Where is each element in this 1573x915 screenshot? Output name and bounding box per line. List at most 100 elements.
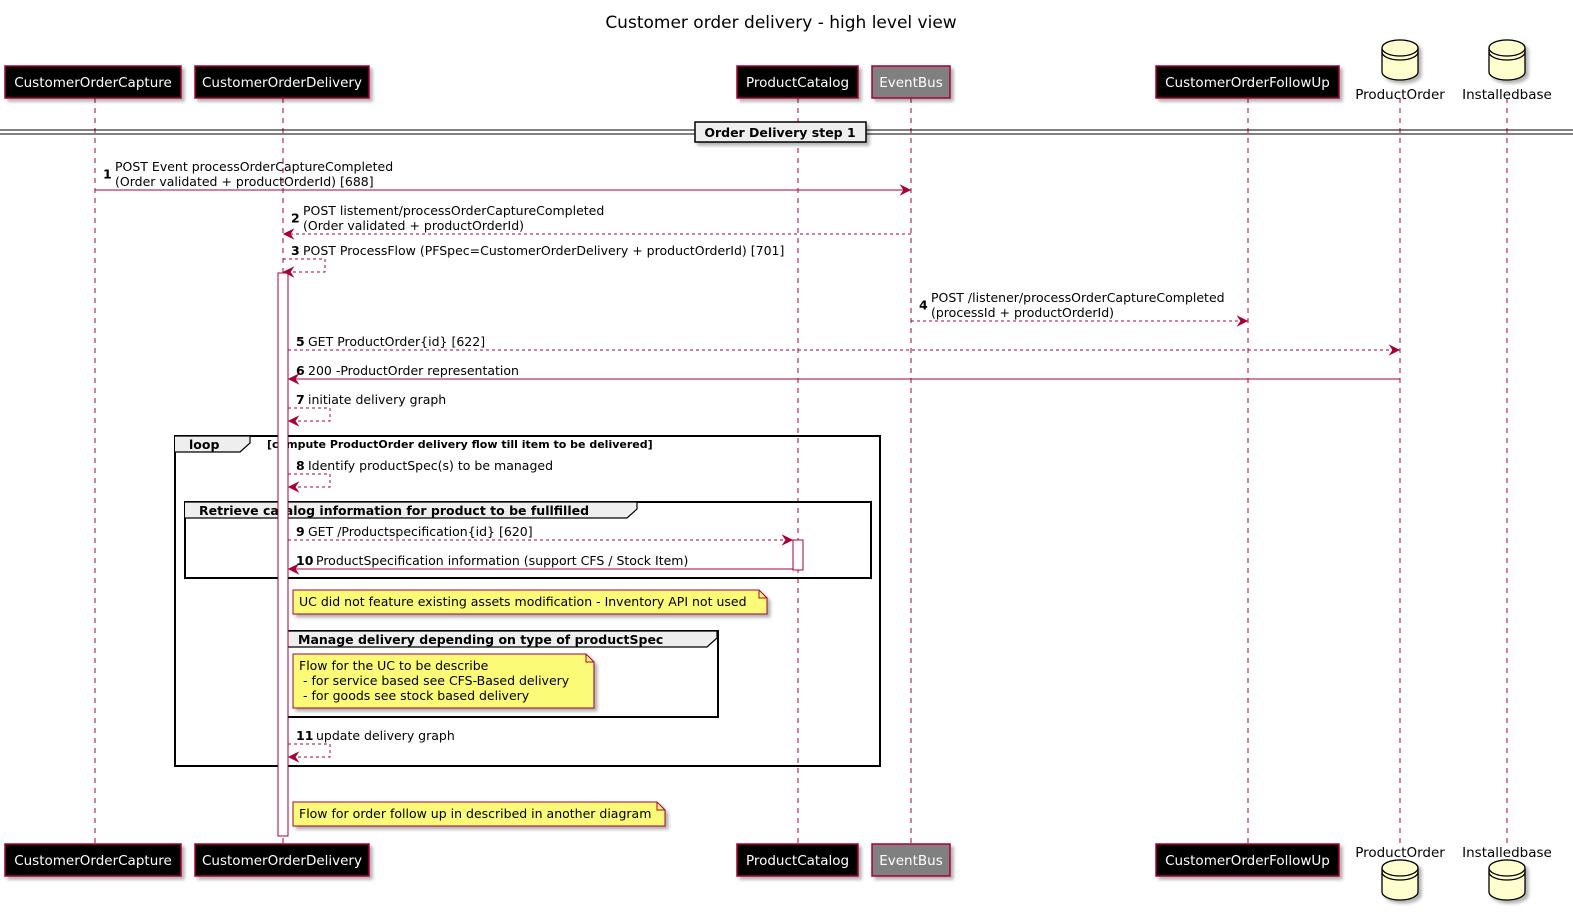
group-label: Manage delivery depending on type of pro… (298, 632, 663, 647)
message-label: Identify productSpec(s) to be managed (308, 458, 553, 473)
message-number: 10 (296, 553, 314, 568)
message-line (288, 743, 331, 758)
participant-label: Installedbase (1462, 87, 1552, 103)
activation-bars (277, 272, 804, 837)
note-3: Flow for order follow up in described in… (292, 801, 666, 827)
participant-box (4, 843, 182, 877)
message-label: POST listement/processOrderCaptureComple… (303, 203, 604, 218)
message-number: 3 (291, 243, 300, 258)
participant-catalog-top: ProductCatalog (736, 65, 859, 99)
note-1: UC did not feature existing assets modif… (292, 589, 768, 615)
group-tab (284, 630, 718, 648)
message-label: GET ProductOrder{id} [622] (308, 334, 485, 349)
diagram-title: Customer order delivery - high level vie… (605, 13, 956, 33)
database-icon (1381, 39, 1419, 81)
groups: loop[compute ProductOrder delivery flow … (174, 435, 881, 767)
participant-label: ProductOrder (1355, 845, 1445, 861)
arrowhead (899, 184, 912, 196)
notes: UC did not feature existing assets modif… (292, 589, 768, 827)
loop-group: loop[compute ProductOrder delivery flow … (174, 435, 881, 767)
note-2: Flow for the UC to be describe - for ser… (292, 653, 595, 709)
group-tab (175, 435, 251, 453)
participant-label: CustomerOrderFollowUp (1165, 853, 1330, 869)
message-label: (Order validated + productOrderId) [688] (115, 174, 374, 189)
participant-installedbase-top: Installedbase (1462, 39, 1552, 103)
activation-delivery (277, 272, 289, 837)
database-icon (1488, 859, 1526, 901)
retrieve-group: Retrieve catalog information for product… (184, 501, 872, 579)
participant-box (736, 65, 859, 99)
arrowhead (1388, 344, 1401, 356)
message-label: (Order validated + productOrderId) (303, 218, 524, 233)
arrowhead (282, 266, 295, 278)
message-label: ProductSpecification information (suppor… (316, 553, 688, 568)
note-text: Flow for order follow up in described in… (299, 806, 651, 821)
note-body (292, 653, 595, 709)
group-label: Retrieve catalog information for product… (199, 503, 589, 518)
divider-order-delivery-step-1: Order Delivery step 1 (0, 121, 1573, 143)
participant-box (871, 843, 951, 877)
lifelines (94, 98, 1508, 844)
participant-box (736, 843, 859, 877)
note-text: - for service based see CFS-Based delive… (299, 673, 570, 688)
participant-label: CustomerOrderDelivery (202, 853, 362, 869)
participant-capture-top: CustomerOrderCapture (4, 65, 182, 99)
divider-box (694, 121, 867, 143)
participants: CustomerOrderCaptureCustomerOrderCapture… (4, 39, 1552, 901)
participant-label: ProductOrder (1355, 87, 1445, 103)
group-frame (174, 435, 881, 767)
message-number: 7 (296, 392, 305, 407)
arrowhead (1236, 315, 1249, 327)
divider-label: Order Delivery step 1 (704, 125, 855, 140)
message-line (288, 407, 331, 422)
message-number: 1 (103, 167, 112, 182)
participant-productorder-bottom: ProductOrder (1355, 845, 1445, 901)
arrowhead (287, 481, 300, 493)
participant-delivery-top: CustomerOrderDelivery (194, 65, 370, 99)
participant-delivery-bottom: CustomerOrderDelivery (194, 843, 370, 877)
participant-productorder-top: ProductOrder (1355, 39, 1445, 103)
participant-label: Installedbase (1462, 845, 1552, 861)
arrowhead (287, 373, 300, 385)
message-label: (processId + productOrderId) (931, 305, 1114, 320)
note-fold (585, 654, 594, 663)
arrowhead (781, 534, 794, 546)
participant-box (194, 65, 370, 99)
arrowhead (287, 415, 300, 427)
message-number: 6 (296, 363, 305, 378)
message-label: POST Event processOrderCaptureCompleted (115, 159, 393, 174)
message-number: 8 (296, 458, 305, 473)
note-body (292, 801, 666, 827)
message-number: 5 (296, 334, 305, 349)
participant-label: ProductCatalog (746, 853, 849, 869)
message-number: 2 (291, 211, 300, 226)
message-label: GET /Productspecification{id} [620] (308, 524, 533, 539)
note-text: Flow for the UC to be describe (299, 658, 489, 673)
note-fold (758, 590, 767, 599)
participant-installedbase-bottom: Installedbase (1462, 845, 1552, 901)
participant-label: CustomerOrderCapture (14, 75, 172, 91)
arrowhead (287, 751, 300, 763)
participant-eventbus-bottom: EventBus (871, 843, 951, 877)
message-label: 200 -ProductOrder representation (308, 363, 519, 378)
participant-followup-bottom: CustomerOrderFollowUp (1155, 843, 1340, 877)
participant-eventbus-top: EventBus (871, 65, 951, 99)
database-icon (1381, 859, 1419, 901)
activation-catalog (792, 539, 804, 571)
note-body (292, 589, 768, 615)
group-tab (185, 501, 638, 519)
note-text: - for goods see stock based delivery (299, 688, 530, 703)
group-label: loop (189, 437, 219, 452)
database-icon (1488, 39, 1526, 81)
participant-followup-top: CustomerOrderFollowUp (1155, 65, 1340, 99)
